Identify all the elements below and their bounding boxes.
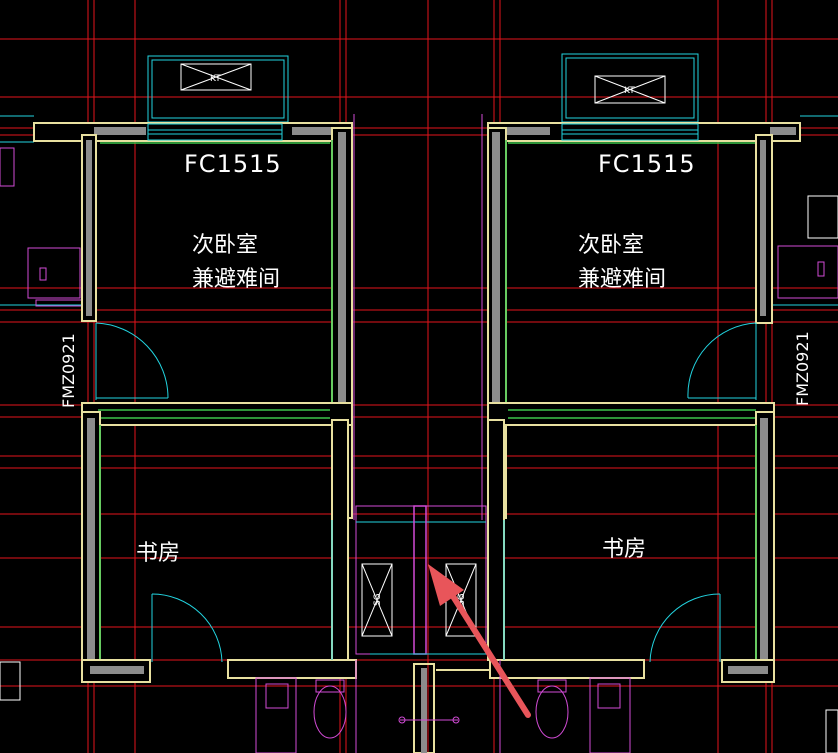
ac-platform-inner xyxy=(151,59,285,119)
ac-platform-inner xyxy=(565,57,695,119)
study-wall-bottom-right xyxy=(227,659,357,679)
left-edge-fixtures xyxy=(0,115,85,701)
window-code-label: FC1515 xyxy=(598,150,696,178)
neighbor-appliance-knob xyxy=(817,261,825,277)
study-door xyxy=(151,593,223,663)
wall-right-core xyxy=(338,132,346,422)
center-column xyxy=(413,505,427,655)
arrow-head xyxy=(428,564,464,606)
wall-left-core xyxy=(492,132,500,422)
shaft-cross xyxy=(361,563,393,637)
wall-right-core xyxy=(760,140,766,316)
shaft-frame xyxy=(355,505,487,655)
annotation-arrow xyxy=(428,564,531,718)
pipe-end xyxy=(398,716,406,724)
bedroom-walls xyxy=(33,114,355,520)
door-code-label: FMZ0921 xyxy=(59,333,78,408)
ac-unit-label: KT xyxy=(210,74,221,84)
bathroom-fixtures xyxy=(499,660,631,753)
door-code-label: FMZ0921 xyxy=(793,331,812,406)
study-wall-bottom-core xyxy=(90,666,144,674)
partition xyxy=(81,402,353,426)
arrow-shaft xyxy=(441,579,531,718)
neighbor-appliance xyxy=(777,245,838,299)
bedroom-door xyxy=(95,322,169,400)
study-wall-left-core xyxy=(87,418,95,676)
unit-left: KT xyxy=(33,55,357,753)
study-wall-right xyxy=(331,419,349,661)
wall-top-core xyxy=(770,127,796,135)
shaft-left-label: SG xyxy=(373,593,383,606)
door-swing-arc xyxy=(95,322,169,399)
study-wall-left xyxy=(487,419,505,661)
study-label: 书房 xyxy=(136,541,180,566)
partition-wall xyxy=(81,402,353,426)
partition xyxy=(487,402,775,426)
bedroom-door xyxy=(687,322,757,400)
toilet-bowl xyxy=(535,685,569,739)
right-edge-fixtures xyxy=(772,115,838,753)
toilet-tank xyxy=(537,679,567,693)
bedroom-label-line2: 兼避难间 xyxy=(578,267,666,292)
study-wall-bottom-core xyxy=(728,666,768,674)
wall-left-core xyxy=(86,140,92,316)
neighbor-appliance xyxy=(807,195,838,239)
wall-top-core xyxy=(292,127,342,135)
ac-unit-cross xyxy=(594,75,666,104)
ac-unit-cross xyxy=(180,63,252,91)
study-wall-bottom-left xyxy=(489,659,645,679)
door-swing-arc xyxy=(151,593,223,663)
neighbor-box xyxy=(825,709,838,753)
neighbor-appliance-knob xyxy=(39,267,47,281)
study-door xyxy=(649,593,721,663)
study-walls xyxy=(487,411,775,683)
wall-top-core xyxy=(94,127,146,135)
wall-top-core xyxy=(494,127,550,135)
bath-cabinet xyxy=(589,677,631,753)
neighbor-appliance xyxy=(27,247,81,299)
toilet-tank xyxy=(315,679,345,693)
ac-unit-label: KT xyxy=(624,86,635,96)
study-walls xyxy=(81,411,357,683)
ac-unit xyxy=(180,63,252,91)
pipe-end xyxy=(452,716,460,724)
unit-right: KT xyxy=(481,53,812,753)
toilet-bowl xyxy=(313,685,347,739)
bedroom-label-line1: 次卧室 xyxy=(192,233,258,258)
bath-cabinet-inner xyxy=(597,683,621,709)
bedroom-label-line1: 次卧室 xyxy=(578,233,644,258)
door-swing-arc xyxy=(649,593,721,663)
neighbor-cabinet xyxy=(0,147,15,187)
ac-platform xyxy=(147,55,289,123)
bedroom-label-line2: 兼避难间 xyxy=(192,267,280,292)
bath-cabinet xyxy=(255,677,297,753)
ac-unit xyxy=(594,75,666,104)
bedroom-walls xyxy=(481,114,801,520)
window-fc1515 xyxy=(147,123,283,141)
bath-cabinet-inner xyxy=(265,683,289,709)
study-wall-right-core xyxy=(760,418,768,676)
study-label: 书房 xyxy=(602,537,646,562)
shaft-cross xyxy=(445,563,477,637)
neighbor-box xyxy=(0,661,21,701)
center-column-lower xyxy=(413,663,435,753)
window-fc1515 xyxy=(561,123,699,141)
bathroom-fixtures xyxy=(255,660,357,753)
partition-wall xyxy=(487,402,775,426)
shaft-left-box xyxy=(361,563,393,637)
door-swing-arc xyxy=(687,322,757,399)
window-code-label: FC1515 xyxy=(184,150,282,178)
shaft-right-label: SG xyxy=(457,593,467,606)
